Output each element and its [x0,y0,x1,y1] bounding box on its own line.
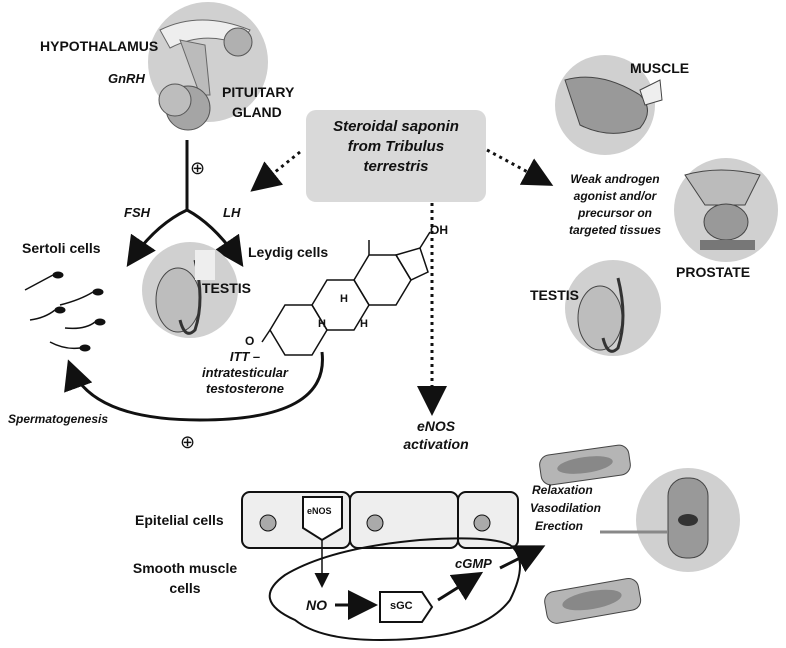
no-label: NO [306,597,327,613]
weak-line2: agonist and/or [573,189,657,203]
dotted-arrow-left [250,150,301,192]
prostate-illustration [674,158,778,262]
sgc-to-cgmp-arrow [437,571,484,602]
fsh-arrow [126,208,188,267]
weak-line1: Weak androgen [570,172,660,186]
epithelial-cells [241,491,519,549]
testis-left-label: TESTIS [202,280,252,296]
leydig-label: Leydig cells [248,244,329,260]
saponin-line3: terrestris [363,158,429,175]
steroid-h3: H [360,318,368,330]
itt-line3: testosterone [205,381,285,396]
lh-arrow [186,208,244,267]
itt-line1: ITT – [229,349,261,364]
enos-tag: eNOS [307,506,332,516]
smooth-line2: cells [169,580,201,596]
saponin-line1: Steroidal saponin [333,118,459,135]
sertoli-label: Sertoli cells [22,240,101,256]
itt-line2: intratesticular [202,365,288,380]
gland-label: GLAND [232,104,282,120]
cgmp-label: cGMP [455,556,492,571]
testosterone-structure [261,231,431,356]
testis-right-illustration [565,260,661,356]
enos-activation-line1: eNOS [416,418,456,434]
relaxation-label: Relaxation [532,483,593,497]
plus-bottom-symbol: ⊕ [180,432,196,452]
smooth-line1: Smooth muscle [132,560,238,576]
hypothalamus-pituitary-illustration [148,2,268,131]
sperm-cells [24,271,106,352]
muscle-illustration [555,55,663,155]
plus-top-symbol: ⊕ [190,158,206,178]
fsh-label: FSH [124,205,150,220]
steroid-oh: OH [430,223,448,237]
vasodilation-label: Vasodilation [530,501,601,515]
erection-illustration [636,468,740,572]
vessel-bottom [544,577,642,624]
smooth-muscle-cell [268,537,521,642]
prostate-label: PROSTATE [676,264,751,280]
weak-line3: precursor on [577,206,652,220]
spermatogenesis-label: Spermatogenesis [8,412,109,426]
testis-left-illustration [142,242,238,338]
steroid-o: O [245,334,255,348]
sgc-shape [379,591,434,623]
pituitary-label: PITUITARY [222,84,295,100]
saponin-line2: from Tribulus [347,138,445,155]
steroid-h2: H [340,293,348,305]
gnrh-label: GnRH [108,71,145,86]
spermatogenesis-arrow [64,351,324,422]
muscle-label: MUSCLE [630,60,690,76]
cgmp-to-relaxation-arrow [499,545,546,573]
steroid-h1: H [318,318,326,330]
vessel-top [539,444,631,486]
erection-label: Erection [535,519,584,533]
sgc-label: sGC [390,600,413,612]
hypothalamus-label: HYPOTHALAMUS [40,38,159,54]
epitelial-label: Epitelial cells [135,512,224,528]
dotted-arrow-right [486,148,554,186]
weak-line4: targeted tissues [568,223,662,237]
saponin-box [306,110,486,202]
lh-label: LH [223,205,241,220]
enos-activation-line2: activation [403,436,469,452]
testis-right-label: TESTIS [530,287,580,303]
